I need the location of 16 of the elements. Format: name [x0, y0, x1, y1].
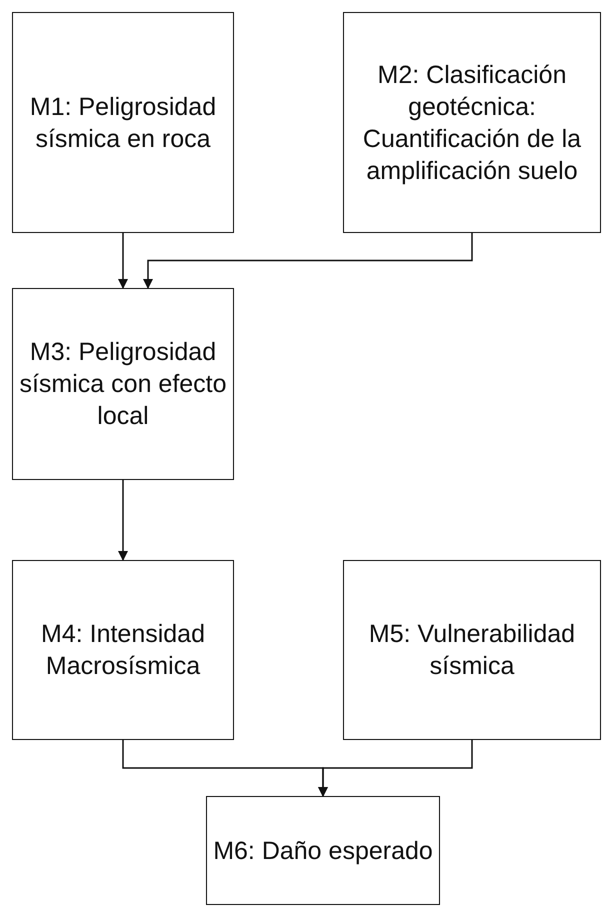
box-label: M6: Daño esperado [213, 836, 433, 866]
box-label: M2: Clasificación geotécnica: Cuantificación de la amplificación suelo [362, 60, 582, 186]
process-box [343, 12, 601, 233]
box-label: M4: Intensidad Macrosísmica [40, 619, 206, 682]
process-box [343, 560, 601, 740]
arrow [118, 480, 128, 561]
process-box [12, 560, 234, 740]
process-box [12, 12, 234, 233]
arrow [143, 233, 473, 289]
box-label: M5: Vulnerabilidad sísmica [368, 619, 576, 682]
box-label: M1: Peligrosidad sísmica en roca [28, 92, 218, 154]
box-label: M3: Peligrosidad sísmica con efecto local [18, 337, 228, 432]
arrow [318, 740, 473, 797]
process-box [206, 796, 440, 905]
arrow [118, 233, 128, 289]
process-box [12, 288, 234, 480]
